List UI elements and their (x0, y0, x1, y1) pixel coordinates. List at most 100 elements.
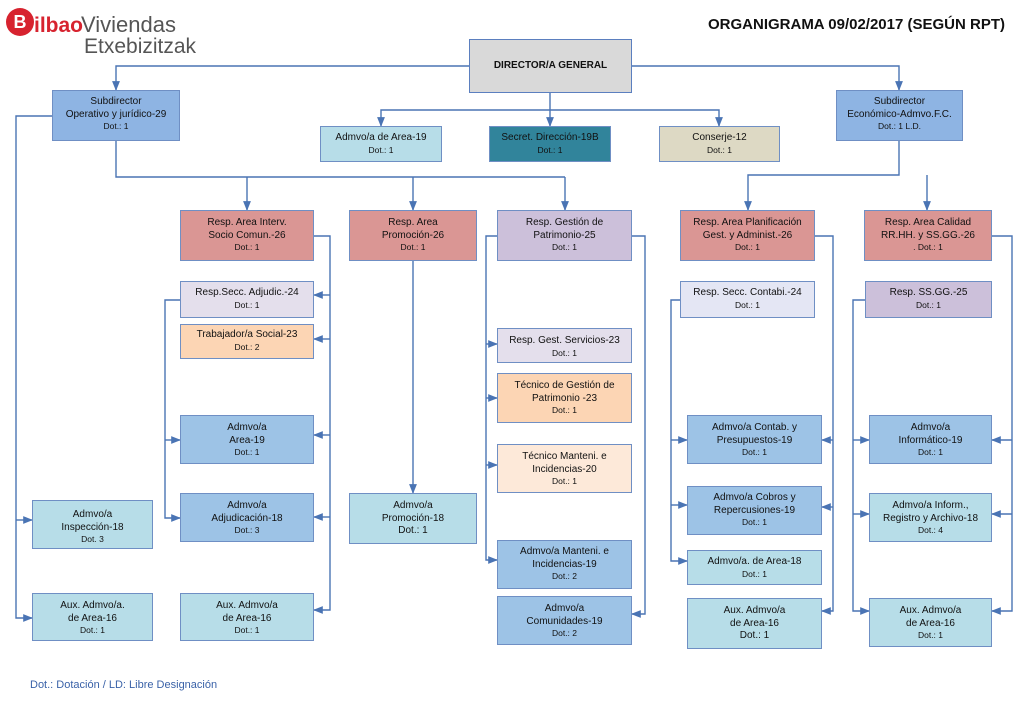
resp-contabi-label: Resp. Secc. Contabi.-24 (693, 287, 802, 298)
aux-interv-line1: Aux. Admvo/a (216, 600, 278, 611)
admvo-informatico-dotacion: Dot.: 1 (917, 447, 944, 457)
aux-planificacion-line1: Aux. Admvo/a (723, 605, 786, 616)
aux-calidad-line1: Aux. Admvo/a (899, 605, 962, 616)
admvo-inform-dotacion: Dot.: 4 (917, 525, 944, 535)
resp-promocion-dotacion: Dot.: 1 (400, 242, 426, 252)
subdirector-economico-line2: Económico-Admvo.F.C. (847, 108, 952, 120)
aux-calidad-line2: de Area-16 (906, 617, 955, 629)
resp-interv-box: Resp. Area Interv. Socio Comun.-26 Dot.:… (180, 210, 314, 261)
admvo-contab-line2: Presupuestos-19 (716, 434, 793, 446)
trabajador-social-label: Trabajador/a Social-23 (196, 329, 298, 340)
aux-planificacion-line2: de Area-16 (730, 617, 779, 629)
admvo-inform-line1: Admvo/a Inform., (892, 500, 969, 511)
admvo-comunidades-line2: Comunidades-19 (526, 615, 603, 627)
aux-interv-box: Aux. Admvo/a de Area-16 Dot.: 1 (180, 593, 314, 641)
resp-interv-line1: Resp. Area Interv. (207, 217, 287, 228)
legend-footnote: Dot.: Dotación / LD: Libre Designación (30, 679, 218, 691)
admvo-promocion-dotacion: Dot.: 1 (398, 525, 428, 536)
admvo-informatico-line2: Informático-19 (898, 434, 963, 446)
resp-planificacion-line2: Gest. y Administ.-26 (702, 229, 793, 241)
aux-calidad-dotacion: Dot.: 1 (917, 630, 944, 640)
admvo-inform-box: Admvo/a Inform., Registro y Archivo-18 D… (869, 493, 992, 542)
admvo-area19-line2: Area-19 (229, 434, 265, 446)
admvo-manteni-box: Admvo/a Manteni. e Incidencias-19 Dot.: … (497, 540, 632, 589)
tecnico-manteni-dotacion: Dot.: 1 (551, 476, 578, 486)
resp-ssgg-box: Resp. SS.GG.-25 Dot.: 1 (865, 281, 992, 318)
tecnico-manteni-box: Técnico Manteni. e Incidencias-20 Dot.: … (497, 444, 632, 493)
resp-ssgg-dotacion: Dot.: 1 (915, 299, 942, 310)
resp-calidad-dotacion: . Dot.: 1 (913, 242, 943, 252)
tecnico-patrimonio-line1: Técnico de Gestión de (514, 380, 615, 391)
admvo-area18-box: Admvo/a. de Area-18 Dot.: 1 (687, 550, 822, 585)
secretaria-direccion-label: Secret. Dirección-19B (501, 132, 599, 143)
secretaria-direccion-box: Secret. Dirección-19B Dot.: 1 (489, 126, 611, 162)
admvo-cobros-line1: Admvo/a Cobros y (713, 492, 796, 503)
logo-circle-icon (6, 8, 34, 36)
tecnico-patrimonio-box: Técnico de Gestión de Patrimonio -23 Dot… (497, 373, 632, 423)
admvo-contab-dotacion: Dot.: 1 (741, 447, 768, 457)
admvo-area18-dotacion: Dot.: 1 (741, 568, 768, 579)
resp-contabi-dotacion: Dot.: 1 (734, 299, 761, 310)
subdirector-operativo-dotacion: Dot.: 1 (103, 121, 129, 131)
admvo-inspeccion-box: Admvo/a Inspección-18 Dot. 3 (32, 500, 153, 549)
resp-patrimonio-dotacion: Dot.: 1 (551, 242, 578, 252)
tecnico-patrimonio-dotacion: Dot.: 1 (551, 405, 578, 415)
resp-adjudic-dotacion: Dot.: 1 (234, 299, 260, 310)
conserje-box: Conserje-12 Dot.: 1 (659, 126, 780, 162)
trabajador-social-dotacion: Dot.: 2 (234, 341, 260, 352)
resp-promocion-line1: Resp. Area (388, 217, 438, 228)
admvo-area-top-label: Admvo/a de Area-19 (335, 132, 427, 143)
resp-interv-line2: Socio Comun.-26 (208, 229, 286, 241)
resp-planificacion-line1: Resp. Area Planificación (693, 217, 802, 228)
resp-patrimonio-line1: Resp. Gestión de (525, 217, 604, 228)
resp-calidad-line2: RR.HH. y SS.GG.-26 (881, 229, 975, 241)
subdirector-economico-box: Subdirector Económico-Admvo.F.C. Dot.: 1… (836, 90, 963, 141)
admvo-area18-label: Admvo/a. de Area-18 (707, 556, 802, 567)
resp-calidad-line1: Resp. Area Calidad (884, 217, 972, 228)
resp-promocion-line2: Promoción-26 (381, 229, 445, 241)
director-general-label: DIRECTOR/A GENERAL (493, 60, 608, 71)
admvo-manteni-line2: Incidencias-19 (532, 558, 597, 570)
admvo-promocion-line1: Admvo/a (393, 500, 433, 511)
svg-text:Viviendas: Viviendas (81, 12, 176, 37)
resp-servicios-dotacion: Dot.: 1 (551, 347, 578, 358)
admvo-inspeccion-dotacion: Dot. 3 (81, 534, 104, 544)
admvo-adjudicacion-dotacion: Dot.: 3 (234, 525, 260, 535)
aux-operativo-line2: de Area-16 (68, 612, 117, 624)
subdirector-operativo-line2: Operativo y jurídico-29 (65, 108, 167, 120)
admvo-promocion-line2: Promoción-18 (381, 512, 445, 524)
secretaria-direccion-dotacion: Dot.: 1 (537, 144, 563, 155)
aux-operativo-line1: Aux. Admvo/a. (60, 600, 125, 611)
admvo-inspeccion-line1: Admvo/a (72, 509, 113, 520)
aux-interv-dotacion: Dot.: 1 (234, 625, 260, 635)
resp-adjudic-box: Resp.Secc. Adjudic.-24 Dot.: 1 (180, 281, 314, 318)
aux-calidad-box: Aux. Admvo/a de Area-16 Dot.: 1 (869, 598, 992, 647)
admvo-promocion-box: Admvo/a Promoción-18 Dot.: 1 (349, 493, 477, 544)
page-title: ORGANIGRAMA 09/02/2017 (SEGÚN RPT) (707, 16, 1005, 33)
resp-planificacion-dotacion: Dot.: 1 (734, 242, 761, 252)
admvo-comunidades-box: Admvo/a Comunidades-19 Dot.: 2 (497, 596, 632, 645)
bilbao-viviendas-logo: B ilbao Viviendas Etxebizitzak (6, 8, 197, 58)
tecnico-manteni-line2: Incidencias-20 (532, 463, 597, 475)
subdirector-economico-line1: Subdirector (873, 96, 926, 107)
director-general-box: DIRECTOR/A GENERAL (469, 39, 632, 93)
resp-promocion-box: Resp. Area Promoción-26 Dot.: 1 (349, 210, 477, 261)
admvo-manteni-line1: Admvo/a Manteni. e (520, 546, 609, 557)
admvo-area-top-box: Admvo/a de Area-19 Dot.: 1 (320, 126, 442, 162)
admvo-area19-box: Admvo/a Area-19 Dot.: 1 (180, 415, 314, 464)
admvo-cobros-line2: Repercusiones-19 (713, 504, 796, 516)
conserje-label: Conserje-12 (692, 132, 747, 143)
aux-planificacion-dotacion: Dot.: 1 (739, 630, 770, 641)
subdirector-economico-dotacion: Dot.: 1 L.D. (878, 121, 921, 131)
admvo-informatico-line1: Admvo/a (910, 422, 951, 433)
admvo-area19-line1: Admvo/a (227, 422, 267, 433)
admvo-comunidades-dotacion: Dot.: 2 (551, 628, 578, 638)
resp-contabi-box: Resp. Secc. Contabi.-24 Dot.: 1 (680, 281, 815, 318)
tecnico-manteni-line1: Técnico Manteni. e (522, 451, 607, 462)
subdirector-operativo-box: Subdirector Operativo y jurídico-29 Dot.… (52, 90, 180, 141)
resp-ssgg-label: Resp. SS.GG.-25 (889, 287, 968, 298)
admvo-informatico-box: Admvo/a Informático-19 Dot.: 1 (869, 415, 992, 464)
admvo-cobros-box: Admvo/a Cobros y Repercusiones-19 Dot.: … (687, 486, 822, 535)
admvo-adjudicacion-line2: Adjudicación-18 (211, 512, 283, 524)
